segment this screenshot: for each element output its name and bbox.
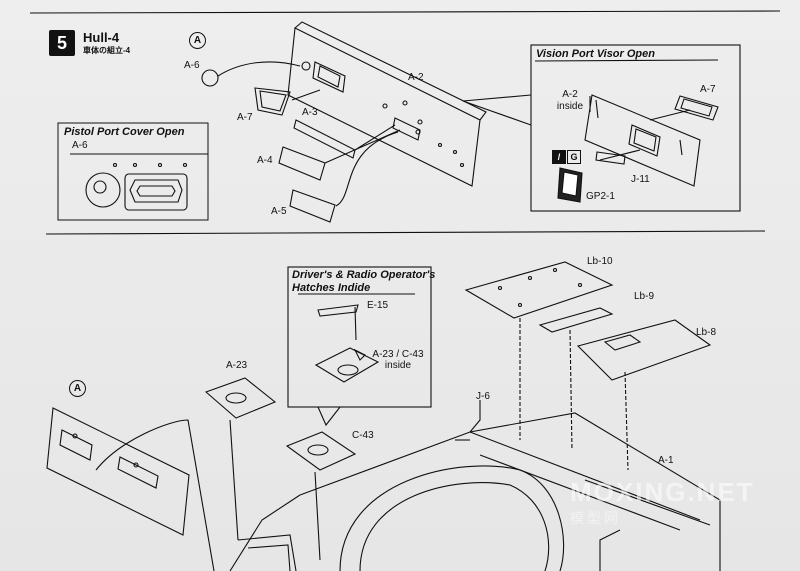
photo-etch-icon: / [552,150,566,164]
vision-port-j11-label: J-11 [631,174,650,185]
pistol-port-part-label: A-6 [72,140,88,151]
label-lb10: Lb-10 [587,256,613,267]
step-title: Hull-4 [83,30,120,45]
label-a6: A-6 [184,60,200,71]
hatches-e15-label: E-15 [367,300,389,311]
label-lb8: Lb-8 [696,327,717,338]
parts-tree-a-mark-lower: A [69,380,86,397]
label-j6: J-6 [476,391,490,402]
vision-port-a2-label: A-2 [562,89,578,100]
label-lb9: Lb-9 [634,291,655,302]
label-a3: A-3 [302,107,318,118]
parts-tree-a-mark: A [189,32,206,49]
vision-port-a7-label: A-7 [700,84,716,95]
hatches-inside-label: inside [384,360,412,371]
label-a5: A-5 [271,206,287,217]
label-a7: A-7 [237,112,253,123]
watermark-sub: 模型网 [570,510,621,526]
pistol-port-title: Pistol Port Cover Open [64,126,185,138]
hatches-a23c43-label: A-23 / C-43 [372,349,424,360]
badge-g: G [567,150,581,164]
watermark: MOXING.NET [570,477,755,507]
label-a4: A-4 [257,155,273,166]
label-a2: A-2 [408,72,424,83]
label-a23: A-23 [226,360,248,371]
label-a1: A-1 [658,455,674,466]
step-subtitle: 車体の組立-4 [83,46,131,55]
hatches-title-line1: Driver's & Radio Operator's [292,269,436,281]
step-number: 5 [49,30,75,56]
hatches-title-line2: Hatches Indide [292,282,371,294]
vision-port-inside-label: inside [556,101,584,112]
vision-port-gp-label: GP2-1 [586,191,615,202]
vision-port-title: Vision Port Visor Open [536,48,655,60]
label-c43: C-43 [352,430,374,441]
